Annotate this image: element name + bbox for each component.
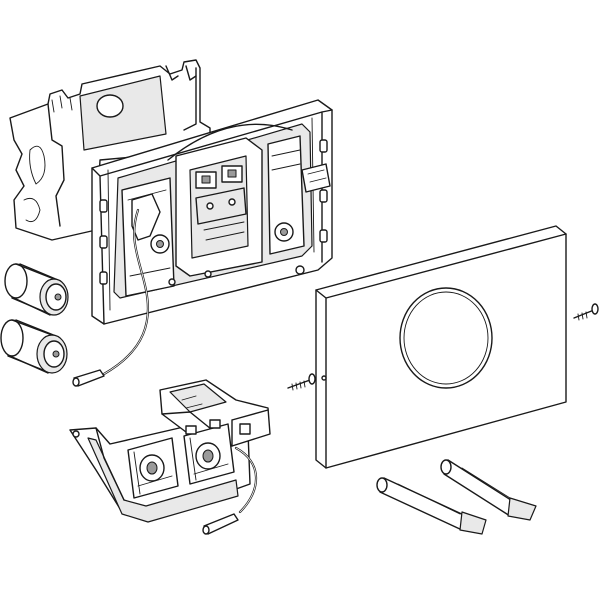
mounting-bracket xyxy=(9,59,211,241)
mounting-frame xyxy=(91,99,333,325)
battery-1 xyxy=(4,263,69,316)
spacer-rod-1 xyxy=(376,477,487,535)
sensor-window xyxy=(399,287,493,389)
screw-left xyxy=(287,373,316,391)
spacer-rod-2 xyxy=(440,459,537,521)
module-cable xyxy=(202,446,258,535)
cover-plate xyxy=(315,225,567,469)
battery-2 xyxy=(0,319,68,374)
electronics-module xyxy=(69,379,271,523)
screw-right xyxy=(573,303,599,321)
frame-cable xyxy=(72,208,150,387)
